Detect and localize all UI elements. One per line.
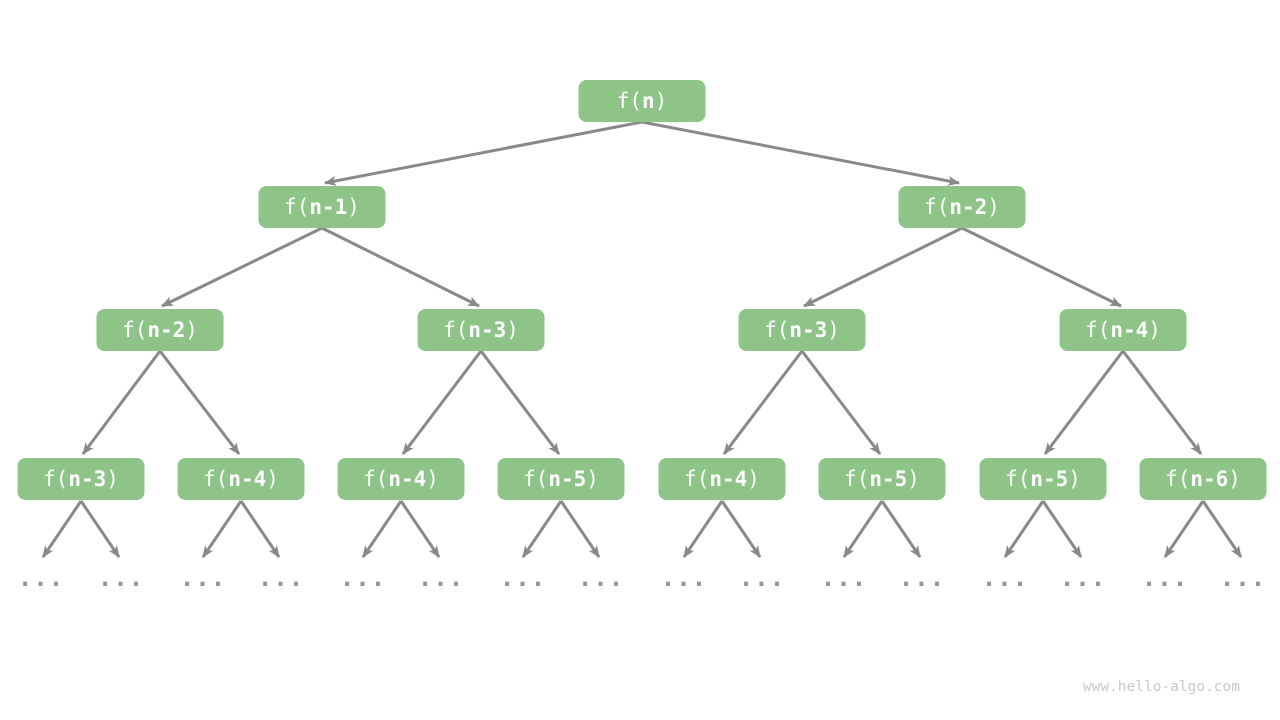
edge	[1041, 500, 1083, 558]
edge	[479, 350, 561, 455]
ellipsis: ...	[899, 564, 945, 592]
edge	[239, 500, 281, 558]
ellipsis: ...	[821, 564, 867, 592]
node-label: f(n-5)	[844, 467, 920, 491]
node-box	[337, 458, 465, 500]
node-box	[17, 458, 145, 500]
edge	[722, 350, 804, 455]
edge	[399, 500, 441, 558]
node-box	[497, 458, 625, 500]
node-label: f(n-2)	[924, 195, 1000, 219]
edge	[559, 500, 601, 558]
tree-edges	[41, 120, 1243, 558]
tree-node: f(n-5)	[818, 458, 946, 500]
tree-node: f(n-3)	[738, 309, 866, 351]
ellipsis-row: ... ... ... ... ... ... ... ... ... ... …	[18, 564, 1266, 592]
edge	[321, 226, 480, 308]
node-box	[979, 458, 1107, 500]
ellipsis: ...	[340, 564, 386, 592]
edge	[1043, 350, 1125, 455]
node-box	[1059, 309, 1187, 351]
edge	[41, 500, 83, 558]
ellipsis: ...	[982, 564, 1028, 592]
tree-node: f(n-4)	[337, 458, 465, 500]
edge	[79, 500, 121, 558]
edge	[961, 226, 1122, 308]
tree-node: f(n-4)	[1059, 309, 1187, 351]
watermark-text: www.hello-algo.com	[1083, 679, 1240, 695]
ellipsis: ...	[578, 564, 624, 592]
node-box	[738, 309, 866, 351]
node-box	[578, 80, 706, 122]
edge	[401, 350, 483, 455]
tree-node: f(n-4)	[177, 458, 305, 500]
edge	[521, 500, 563, 558]
tree-node: f(n-5)	[979, 458, 1107, 500]
edge	[1003, 500, 1045, 558]
ellipsis: ...	[661, 564, 707, 592]
edge	[803, 226, 963, 308]
edge	[842, 500, 884, 558]
ellipsis: ...	[18, 564, 64, 592]
node-label: f(n-4)	[203, 467, 279, 491]
edge	[1121, 350, 1203, 455]
node-label: f(n-5)	[1005, 467, 1081, 491]
edge	[158, 350, 241, 455]
tree-node: f(n-5)	[497, 458, 625, 500]
ellipsis: ...	[739, 564, 785, 592]
ellipsis: ...	[1142, 564, 1188, 592]
tree-node: f(n-1)	[258, 186, 386, 228]
ellipsis: ...	[418, 564, 464, 592]
node-box	[96, 309, 224, 351]
node-label: f(n-6)	[1165, 467, 1241, 491]
tree-node: f(n-3)	[17, 458, 145, 500]
edge	[361, 500, 403, 558]
edge	[201, 500, 243, 558]
tree-node: f(n-6)	[1139, 458, 1267, 500]
edge	[81, 350, 162, 455]
edge	[800, 350, 882, 455]
node-box	[898, 186, 1026, 228]
ellipsis: ...	[500, 564, 546, 592]
node-label: f(n-1)	[284, 195, 360, 219]
node-box	[258, 186, 386, 228]
tree-node-root: f(n)	[578, 80, 706, 122]
edge	[1201, 500, 1243, 558]
node-label: f(n-3)	[443, 318, 519, 342]
ellipsis: ...	[1220, 564, 1266, 592]
ellipsis: ...	[98, 564, 144, 592]
node-label: f(n-3)	[764, 318, 840, 342]
tree-node: f(n-3)	[417, 309, 545, 351]
node-box	[417, 309, 545, 351]
edge	[880, 500, 922, 558]
node-box	[177, 458, 305, 500]
node-box	[1139, 458, 1267, 500]
node-label: f(n-4)	[1085, 318, 1161, 342]
node-label: f(n-4)	[363, 467, 439, 491]
edge	[1163, 500, 1205, 558]
ellipsis: ...	[180, 564, 226, 592]
tree-node: f(n-2)	[898, 186, 1026, 228]
node-label: f(n-3)	[43, 467, 119, 491]
edge	[161, 226, 323, 308]
edge	[720, 500, 762, 558]
edge-root-right	[641, 120, 960, 186]
tree-node: f(n-4)	[658, 458, 786, 500]
node-label: f(n-5)	[523, 467, 599, 491]
node-label: f(n-2)	[122, 318, 198, 342]
node-label: f(n-4)	[684, 467, 760, 491]
tree-node: f(n-2)	[96, 309, 224, 351]
ellipsis: ...	[258, 564, 304, 592]
node-box	[658, 458, 786, 500]
edge	[682, 500, 724, 558]
node-label: f(n)	[617, 89, 668, 113]
node-box	[818, 458, 946, 500]
ellipsis: ...	[1060, 564, 1106, 592]
edge-root-left	[324, 120, 643, 186]
